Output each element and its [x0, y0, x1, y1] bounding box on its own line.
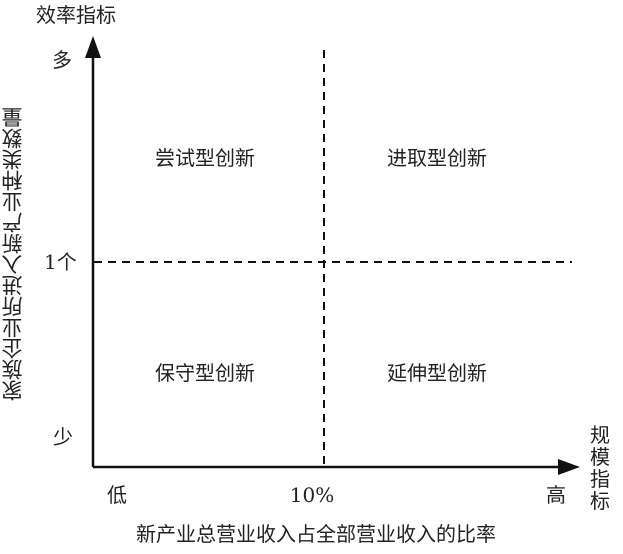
y-tick-many: 多: [52, 48, 72, 72]
y-axis-arrow: [85, 36, 101, 58]
quadrant-aggressive-innovation: 进取型创新: [387, 146, 487, 170]
x-tick-low: 低: [107, 483, 127, 507]
quadrant-conservative-innovation: 保守型创新: [155, 361, 255, 385]
quadrant-extension-innovation: 延伸型创新: [387, 361, 487, 385]
y-axis-label: 家族企业所进入新产业种类数量: [1, 107, 25, 401]
x-axis-label: 新产业总营业收入占全部营业收入的比率: [136, 522, 496, 546]
x-tick-10pct: 10%: [289, 483, 335, 507]
quadrant-trial-innovation: 尝试型创新: [155, 146, 255, 170]
y-axis-title: 效率指标: [36, 3, 116, 27]
y-tick-few: 少: [53, 425, 73, 449]
x-axis-title: 规模指标: [590, 423, 610, 513]
x-axis-arrow: [558, 459, 580, 475]
x-tick-high: 高: [546, 483, 566, 507]
y-tick-one: 1个: [44, 250, 77, 274]
